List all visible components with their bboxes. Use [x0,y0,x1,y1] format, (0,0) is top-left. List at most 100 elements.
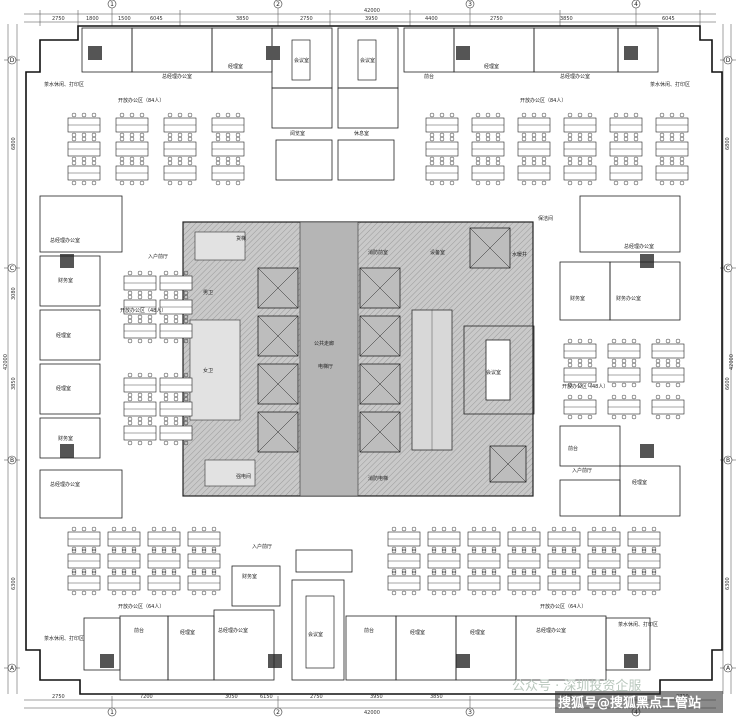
core [182,221,534,497]
chair [621,382,627,388]
label-finance-b: 财务室 [242,573,257,580]
chair [215,132,221,138]
chair [173,318,179,324]
chair [111,568,117,574]
chair [439,112,445,118]
chair [171,526,177,532]
chair [167,180,173,186]
chair [567,394,573,400]
chair [129,180,135,186]
chair [111,526,117,532]
chair [235,160,241,166]
chair [439,132,445,138]
chair [201,526,207,532]
chair [641,548,647,554]
chair [431,570,437,576]
chair [111,546,117,552]
label-gm-office-mr: 总经理办公室 [624,243,654,250]
bottom-rooms [83,549,651,681]
grid-label: 3 [468,709,472,716]
label-public-corridor: 公共走廊 [314,340,334,347]
chair [127,372,133,378]
chair [187,180,193,186]
chair [81,136,87,142]
chair [119,160,125,166]
chair [119,136,125,142]
chair [679,136,685,142]
chair [541,160,547,166]
chair [71,112,77,118]
chair [577,362,583,368]
grid-label: D [10,57,15,64]
chair [485,132,491,138]
label-female-wc: 女卫 [203,367,213,374]
chair [119,112,125,118]
chair [151,590,157,596]
chair [587,414,593,420]
chair [631,570,637,576]
label-pantry-t: 保洁间 [538,215,553,222]
chair [451,546,457,552]
chair [611,526,617,532]
chair [131,590,137,596]
chair [531,132,537,138]
chair [177,180,183,186]
chair [91,590,97,596]
chair [481,548,487,554]
chair [587,112,593,118]
chair [491,548,497,554]
chair [139,180,145,186]
chair [601,546,607,552]
chair [401,526,407,532]
chair [391,548,397,554]
chair [111,590,117,596]
grid-label: 4 [634,1,638,8]
chair [475,180,481,186]
chair [137,420,143,426]
chair [235,112,241,118]
chair [211,548,217,554]
label-tea-room-tr: 茶水休闲、打印区 [650,81,690,88]
chair [131,568,137,574]
chair [187,136,193,142]
chair [121,548,127,554]
chair [659,112,665,118]
chair [659,160,665,166]
dim-top-overall: 42000 [364,8,380,14]
chair [633,132,639,138]
chair [633,136,639,142]
chair [495,132,501,138]
chair [571,546,577,552]
grid-label: 1 [110,709,114,716]
chair [511,546,517,552]
chair [431,548,437,554]
chair [577,414,583,420]
chair [235,156,241,162]
chair [81,180,87,186]
chair [491,570,497,576]
chair [71,180,77,186]
chair [633,112,639,118]
chair [651,590,657,596]
chair [521,526,527,532]
chair [475,112,481,118]
chair [633,180,639,186]
chair [449,136,455,142]
chair [119,132,125,138]
chair [167,112,173,118]
chair [675,382,681,388]
chair [147,420,153,426]
chair [137,440,143,446]
chair [129,156,135,162]
dim-left-seg: 6800 [11,137,17,150]
label-manager-ml2: 经理室 [56,385,71,392]
chair [665,358,671,364]
chair [567,382,573,388]
chair [81,570,87,576]
grid-label: B [10,457,14,464]
chair [191,570,197,576]
chair [215,136,221,142]
chair [679,156,685,162]
chair [173,392,179,398]
chair [641,570,647,576]
